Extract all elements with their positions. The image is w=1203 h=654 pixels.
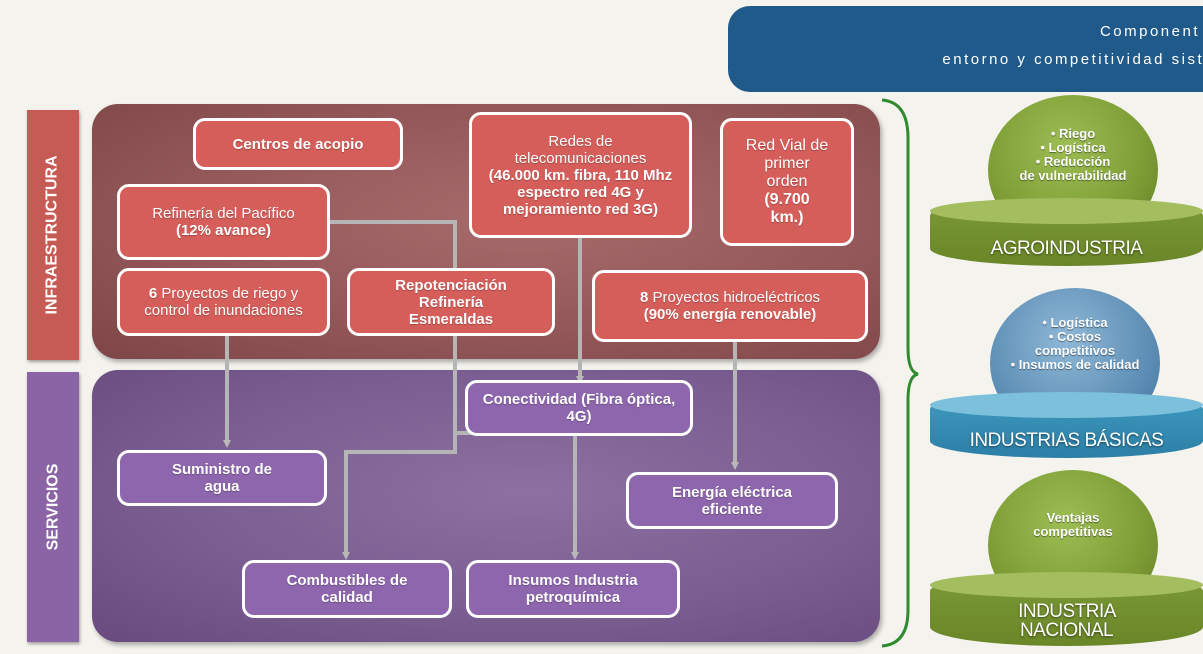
hidroelectricos-description: Proyectos hidroeléctricos xyxy=(652,289,821,306)
conectividad-box: Conectividad (Fibra óptica, 4G) xyxy=(465,380,693,436)
riego-description: Proyectos de riego y control de inundaci… xyxy=(144,285,303,319)
grouping-brace xyxy=(881,98,919,648)
red-vial-title: Red Vial de primer orden xyxy=(745,137,829,190)
hidroelectricos-text: 8 Proyectos hidroeléctricos xyxy=(640,289,820,306)
agro-bullet-2: • Logística xyxy=(1040,140,1106,155)
red-vial-box: Red Vial de primer orden (9.700 km.) xyxy=(720,118,854,246)
nacional-bullet-2: competitivas xyxy=(1033,524,1113,539)
combustibles-text: Combustibles de calidad xyxy=(286,572,408,606)
industrias-basicas-base: INDUSTRIAS BÁSICAS xyxy=(930,392,1203,458)
agro-bullet-1: • Riego xyxy=(1050,126,1096,141)
nacional-bullet-1: Ventajas xyxy=(1046,510,1100,525)
agroindustria-label: AGROINDUSTRIA xyxy=(990,238,1143,259)
agroindustria-base-top xyxy=(930,198,1203,224)
insumos-petroquimica-text: Insumos Industria petroquímica xyxy=(508,572,638,606)
energia-electrica-box: Energía eléctrica eficiente xyxy=(626,472,838,529)
riego-box: 6 Proyectos de riego y control de inunda… xyxy=(117,268,330,336)
conectividad-text: Conectividad (Fibra óptica, 4G) xyxy=(482,391,676,425)
agro-bullet-3: • Reducción xyxy=(1035,154,1111,169)
suministro-agua-text: Suministro de agua xyxy=(171,461,272,495)
industrias-basicas-label: INDUSTRIAS BÁSICAS xyxy=(969,430,1164,451)
title-line-1: Component xyxy=(1099,23,1200,40)
telecom-title: Redes de telecomunicaciones xyxy=(514,132,647,167)
industria-nacional-base-top xyxy=(930,572,1203,598)
refineria-pacifico-box: Refinería del Pacífico (12% avance) xyxy=(117,184,330,260)
repotenciacion-esmeraldas-text: Repotenciación Refinería Esmeraldas xyxy=(395,276,507,328)
red-vial-length: (9.700 km.) xyxy=(764,191,810,226)
centros-acopio-text: Centros de acopio xyxy=(232,135,364,153)
infraestructura-tab: INFRAESTRUCTURA xyxy=(27,110,79,360)
title-banner: Component entorno y competitividad sisté… xyxy=(728,6,1203,92)
combustibles-box: Combustibles de calidad xyxy=(242,560,452,618)
basicas-bullet-3: competitivos xyxy=(1034,343,1116,358)
insumos-petroquimica-box: Insumos Industria petroquímica xyxy=(466,560,680,618)
arrow-esmeraldas-combustibles xyxy=(342,330,457,560)
telecom-box: Redes de telecomunicaciones (46.000 km. … xyxy=(469,112,692,238)
industrias-basicas-base-top xyxy=(930,392,1203,418)
suministro-agua-box: Suministro de agua xyxy=(117,450,327,506)
telecom-details: (46.000 km. fibra, 110 Mhz espectro red … xyxy=(488,166,673,218)
riego-text: 6 Proyectos de riego y control de inunda… xyxy=(120,285,327,319)
repotenciacion-esmeraldas-box: Repotenciación Refinería Esmeraldas xyxy=(347,268,555,336)
basicas-bullet-1: • Logística xyxy=(1042,315,1108,330)
hidroelectricos-count: 8 xyxy=(639,289,649,306)
title-line-2: entorno y competitividad sistém xyxy=(942,51,1203,68)
industria-nacional-base: INDUSTRIA NACIONAL xyxy=(930,572,1203,646)
agro-bullet-4: de vulnerabilidad xyxy=(1019,168,1127,183)
basicas-bullet-4: • Insumos de calidad xyxy=(1010,357,1140,372)
hidroelectricos-renewable: (90% energía renovable) xyxy=(643,306,817,323)
basicas-bullet-2: • Costos xyxy=(1048,329,1102,344)
refineria-pacifico-name: Refinería del Pacífico xyxy=(152,205,295,222)
industria-nacional-label: INDUSTRIA NACIONAL xyxy=(1018,601,1116,641)
riego-count: 6 xyxy=(148,285,158,302)
centros-acopio-box: Centros de acopio xyxy=(193,118,403,170)
servicios-tab: SERVICIOS xyxy=(27,372,79,642)
hidroelectricos-box: 8 Proyectos hidroeléctricos (90% energía… xyxy=(592,270,868,342)
refineria-pacifico-progress: (12% avance) xyxy=(175,222,272,239)
agroindustria-base: AGROINDUSTRIA xyxy=(930,198,1203,266)
energia-electrica-text: Energía eléctrica eficiente xyxy=(671,483,793,518)
